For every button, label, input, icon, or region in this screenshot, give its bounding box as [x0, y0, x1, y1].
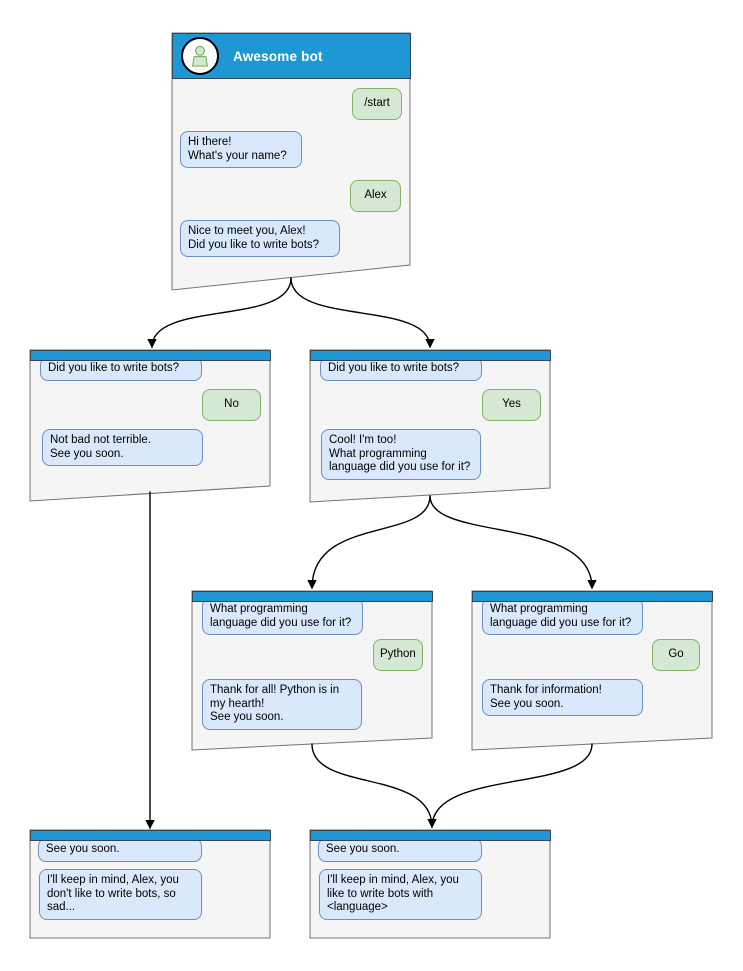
arrow-main-to-yes: [290, 277, 435, 349]
user-answer-python: Python: [373, 639, 423, 671]
bot-reply-final-no: I'll keep in mind, Alex, you don't like …: [39, 869, 202, 920]
user-message-name: Alex: [350, 180, 401, 212]
arrow-go-to-final: [431, 743, 593, 828]
arrow-yes-to-python: [307, 495, 431, 590]
user-answer-yes: Yes: [482, 389, 541, 421]
bot-title: Awesome bot: [233, 48, 323, 64]
bot-reply-no: Not bad not terrible. See you soon.: [42, 429, 203, 466]
bot-message-nice: Nice to meet you, Alex! Did you like to …: [180, 220, 340, 257]
bot-question-bubble: See you soon.: [318, 838, 482, 862]
branch-no-titlebar: [30, 350, 271, 361]
go-titlebar: [472, 591, 713, 602]
bot-question-bubble: Did you like to write bots?: [40, 357, 202, 381]
arrow-main-to-no: [147, 277, 292, 349]
bot-message-hi: Hi there! What's your name?: [180, 131, 302, 168]
final-no-titlebar: [30, 830, 271, 841]
python-titlebar: [192, 591, 433, 602]
bot-question-bubble: See you soon.: [38, 838, 202, 862]
bot-question-bubble: What programming language did you use fo…: [202, 598, 363, 635]
bot-reply-go: Thank for information! See you soon.: [482, 679, 643, 716]
bot-question-bubble: What programming language did you use fo…: [482, 598, 643, 635]
bot-reply-yes: Cool! I'm too! What programming language…: [321, 429, 481, 480]
branch-yes-titlebar: [310, 350, 551, 361]
user-answer-go: Go: [652, 639, 700, 671]
user-answer-no: No: [202, 389, 261, 421]
main-window-titlebar: Awesome bot: [172, 33, 411, 79]
bot-question-bubble: Did you like to write bots?: [320, 357, 482, 381]
bot-avatar: [181, 37, 219, 75]
bot-reply-final-yes: I'll keep in mind, Alex, you like to wri…: [319, 869, 482, 920]
arrow-python-to-final: [311, 743, 437, 829]
person-icon: [192, 45, 208, 67]
bot-reply-python: Thank for all! Python is in my hearth! S…: [202, 679, 362, 730]
user-message-start: /start: [352, 88, 402, 120]
arrow-yes-to-go: [429, 495, 597, 590]
final-yes-titlebar: [310, 830, 551, 841]
